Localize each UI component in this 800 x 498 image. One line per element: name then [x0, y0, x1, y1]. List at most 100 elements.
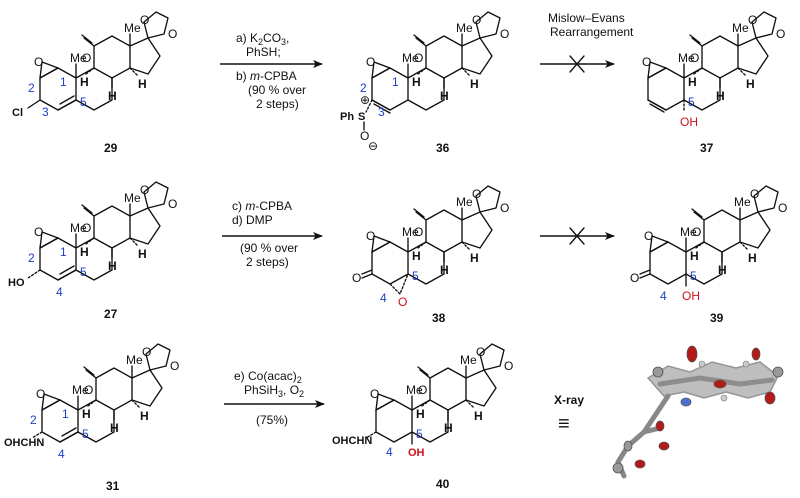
svg-text:H: H [440, 263, 449, 277]
svg-text:O: O [778, 201, 787, 215]
equiv-symbol: ≡ [558, 413, 570, 435]
svg-text:H: H [690, 249, 699, 263]
atom-O-sulfoxide: O [360, 129, 369, 143]
svg-text:(75%): (75%) [256, 413, 288, 427]
svg-text:O: O [472, 187, 481, 201]
svg-text:H: H [474, 409, 483, 423]
svg-text:H: H [138, 247, 147, 261]
svg-text:2 steps): 2 steps) [246, 255, 289, 269]
svg-text:OH: OH [408, 447, 425, 459]
svg-text:Me: Me [734, 195, 751, 209]
svg-text:Me: Me [402, 225, 419, 239]
svg-text:H: H [108, 259, 117, 273]
svg-text:H: H [746, 77, 755, 91]
svg-text:Me: Me [678, 51, 695, 65]
molecule-37: O O O O Me Me H H H OH 5 37 [642, 11, 785, 155]
pos-3: 3 [42, 105, 49, 119]
svg-text:O: O [642, 55, 651, 69]
svg-text:H: H [444, 421, 453, 435]
atom-Cl: Cl [12, 107, 23, 119]
svg-text:O: O [500, 201, 509, 215]
svg-text:4: 4 [58, 447, 65, 461]
svg-text:Me: Me [460, 353, 477, 367]
atom-O-ketone: O [82, 51, 91, 65]
svg-text:e) Co(acac)2: e) Co(acac)2 [234, 369, 302, 385]
pos-2: 2 [28, 81, 35, 95]
svg-text:O: O [366, 55, 375, 69]
conditions-mislow-evans: Mislow–Evans Rearrangement [548, 11, 634, 39]
svg-text:Me: Me [456, 195, 473, 209]
cross-mark-1 [569, 55, 585, 73]
svg-text:Me: Me [402, 51, 419, 65]
svg-text:Me: Me [406, 383, 423, 397]
atom-O-dioxolane-2: O [168, 27, 177, 41]
svg-text:O: O [644, 229, 653, 243]
svg-text:(90 % over: (90 % over [248, 83, 306, 97]
xray-structure [612, 345, 784, 479]
svg-text:4: 4 [380, 291, 387, 305]
svg-text:O: O [370, 387, 379, 401]
svg-text:Me: Me [126, 353, 143, 367]
conditions-e: e) Co(acac)2 PhSiH3, O2 (75%) [234, 369, 304, 427]
svg-text:O: O [140, 183, 149, 197]
svg-text:O: O [170, 359, 179, 373]
atom-OHCHN: OHCHN [4, 437, 44, 449]
svg-text:2: 2 [360, 81, 367, 95]
svg-text:4: 4 [56, 285, 63, 299]
molecule-39: O O O O O Me Me H H H OH 4 5 39 [630, 185, 787, 325]
svg-text:O: O [500, 27, 509, 41]
svg-text:5: 5 [80, 265, 87, 279]
molecule-38: O O O O O Me Me H H H O 4 5 38 [352, 185, 509, 325]
svg-text:H: H [416, 407, 425, 421]
svg-text:PhSiH3, O2: PhSiH3, O2 [244, 383, 304, 399]
svg-text:O: O [750, 187, 759, 201]
atom-Ph: Ph [340, 111, 354, 123]
atom-S: S [358, 111, 365, 123]
atom-O-epoxide: O [34, 55, 43, 69]
atom-OH-red: OH [680, 115, 698, 129]
svg-text:O: O [748, 13, 757, 27]
svg-text:O: O [476, 345, 485, 359]
molecule-36: O O O O Me Me H H H Ph S ⊕ O ⊖ 1 2 3 36 [340, 11, 509, 155]
atom-O-3-ketone: O [352, 271, 361, 285]
svg-text:c) m-CPBA: c) m-CPBA [232, 199, 292, 213]
pos-1: 1 [60, 75, 67, 89]
svg-text:O: O [84, 383, 93, 397]
svg-text:O: O [82, 221, 91, 235]
atom-H-8: H [108, 89, 117, 103]
svg-text:b) m-CPBA: b) m-CPBA [236, 69, 297, 83]
svg-text:2: 2 [28, 251, 35, 265]
svg-text:O: O [366, 229, 375, 243]
svg-text:H: H [82, 407, 91, 421]
atom-HO: HO [8, 277, 25, 289]
svg-text:H: H [412, 249, 421, 263]
svg-text:5: 5 [690, 269, 697, 283]
svg-text:Me: Me [456, 21, 473, 35]
svg-text:O: O [692, 225, 701, 239]
svg-text:4: 4 [386, 445, 393, 459]
conditions-a-b: a) K2CO3, PhSH; b) m-CPBA (90 % over 2 s… [236, 31, 306, 111]
svg-text:Rearrangement: Rearrangement [550, 25, 634, 39]
svg-text:O: O [142, 345, 151, 359]
svg-text:4: 4 [660, 289, 667, 303]
atom-O-dioxolane-1: O [140, 13, 149, 27]
svg-text:Me: Me [680, 225, 697, 239]
atom-O-epoxide-red: O [398, 295, 407, 309]
svg-text:O: O [472, 13, 481, 27]
atom-H-9: H [80, 75, 89, 89]
label-39: 39 [710, 311, 724, 325]
atom-Me-10: Me [70, 51, 87, 65]
svg-text:H: H [748, 251, 757, 265]
molecule-40: O O O O Me Me H H H OHCHN OH 4 5 40 [332, 343, 513, 491]
svg-text:Me: Me [72, 383, 89, 397]
svg-text:5: 5 [82, 427, 89, 441]
charge-minus: ⊖ [368, 139, 378, 153]
svg-text:5: 5 [688, 95, 695, 109]
svg-text:O: O [504, 359, 513, 373]
svg-text:2: 2 [30, 413, 37, 427]
svg-text:3: 3 [378, 105, 385, 119]
molecule-31: O O O O Me Me H H H OHCHN 1 2 4 5 31 [4, 343, 179, 493]
svg-text:2 steps): 2 steps) [256, 97, 299, 111]
molecule-29: O O O O Me Me H H H Cl 1 2 3 5 29 [12, 11, 177, 155]
svg-text:(90 % over: (90 % over [240, 241, 298, 255]
